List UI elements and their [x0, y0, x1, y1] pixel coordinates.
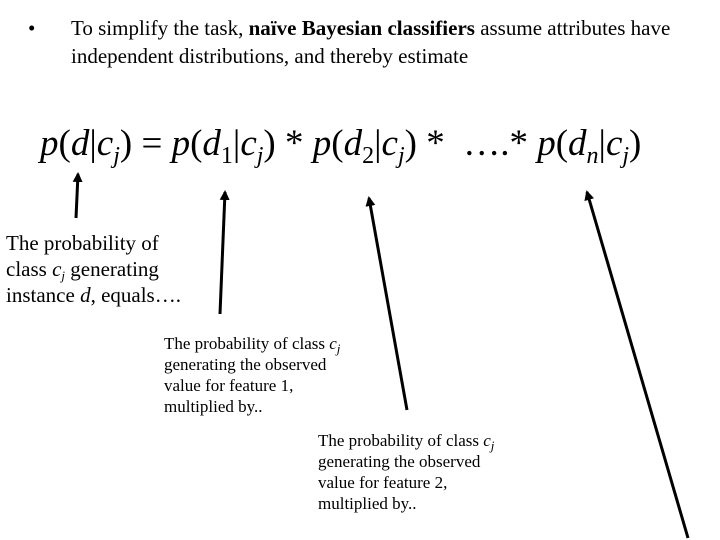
annotation-subscript: j — [490, 438, 495, 453]
formula-symbol: ) — [263, 123, 276, 164]
formula-symbol: c — [605, 123, 623, 164]
bullet-bold-term: naïve Bayesian classifiers — [248, 16, 475, 40]
bullet-marker: • — [28, 16, 36, 40]
formula-symbol: | — [89, 123, 97, 164]
formula-symbol: ) — [629, 123, 642, 164]
annotation-symbol: c — [483, 431, 491, 450]
annotation-class-probability: The probability of class cj generating i… — [6, 230, 181, 308]
formula-symbol: = — [132, 123, 172, 164]
annotation-line: The probability of class cj — [164, 333, 341, 356]
annotation-symbol: d — [80, 283, 91, 307]
formula-subscript: j — [256, 143, 264, 169]
formula-symbol: p — [171, 123, 191, 164]
annotation-line: generating the observed — [164, 355, 327, 374]
annotation-line: multiplied by.. — [164, 397, 263, 416]
annotation-text: The probability of class — [318, 431, 484, 450]
formula-symbol: d — [202, 123, 221, 164]
formula-subscript: 2 — [362, 143, 375, 169]
annotation-text: instance — [6, 283, 81, 307]
formula-symbol: d — [70, 123, 90, 164]
formula-symbol: ….* — [453, 123, 538, 164]
formula-symbol: c — [381, 123, 398, 164]
formula-symbol: * — [275, 123, 313, 164]
annotation-text: generating — [65, 257, 159, 281]
annotation-text: class — [6, 257, 53, 281]
annotation-feature-2: The probability of class cj generating t… — [318, 430, 494, 514]
bullet-text: To simplify the task, naïve Bayesian cla… — [71, 14, 708, 70]
formula-symbol: ( — [190, 123, 203, 164]
formula-symbol: | — [374, 123, 382, 164]
formula-symbol: d — [568, 123, 587, 164]
annotation-subscript: j — [336, 341, 341, 356]
annotation-feature-1: The probability of class cj generating t… — [164, 333, 340, 417]
arrow-to-feature-n — [584, 190, 690, 539]
formula-symbol: d — [343, 123, 363, 164]
arrow-to-feature-2 — [365, 196, 409, 411]
formula-symbol: p — [40, 123, 59, 164]
formula-symbol: ( — [331, 123, 344, 164]
formula-subscript: j — [113, 143, 120, 169]
formula-symbol: | — [598, 123, 606, 164]
formula-symbol: ) — [404, 123, 417, 164]
annotation-line: value for feature 2, — [318, 473, 448, 492]
bullet-text-end: assume attributes have independent distr… — [71, 16, 671, 68]
formula-symbol: ) — [119, 123, 133, 164]
formula-symbol: p — [312, 123, 332, 164]
bullet-text-start: To simplify the task, — [71, 16, 249, 40]
annotation-text: , equals…. — [90, 283, 181, 307]
annotation-symbol: c — [52, 257, 62, 281]
bullet-point: • To simplify the task, naïve Bayesian c… — [28, 14, 708, 70]
formula-symbol: c — [96, 123, 114, 164]
formula-symbol: * — [416, 123, 454, 164]
annotation-line: The probability of — [6, 231, 159, 255]
formula-symbol: | — [232, 123, 241, 164]
formula-symbol: ( — [555, 123, 569, 164]
arrow-to-likelihood — [72, 172, 83, 219]
annotation-line: class cj generating — [6, 256, 181, 282]
annotation-line: multiplied by.. — [318, 494, 417, 513]
formula-symbol: c — [240, 123, 257, 164]
formula-symbol: ( — [58, 123, 71, 164]
naive-bayes-formula: p(d|cj) = p(d1|cj) * p(d2|cj) * ….* p(dn… — [40, 122, 642, 169]
formula-subscript: j — [622, 143, 630, 169]
annotation-line: value for feature 1, — [164, 376, 294, 395]
formula-subscript: n — [586, 143, 599, 169]
annotation-text: The probability of class — [164, 334, 330, 353]
annotation-line: instance d, equals…. — [6, 282, 181, 308]
annotation-subscript: j — [61, 268, 66, 283]
annotation-symbol: c — [329, 334, 337, 353]
formula-subscript: j — [397, 143, 405, 169]
annotation-line: generating the observed — [318, 452, 481, 471]
formula-subscript: 1 — [220, 143, 233, 169]
arrow-to-feature-1 — [218, 190, 230, 315]
formula-symbol: p — [537, 123, 556, 164]
annotation-line: The probability of class cj — [318, 430, 495, 453]
